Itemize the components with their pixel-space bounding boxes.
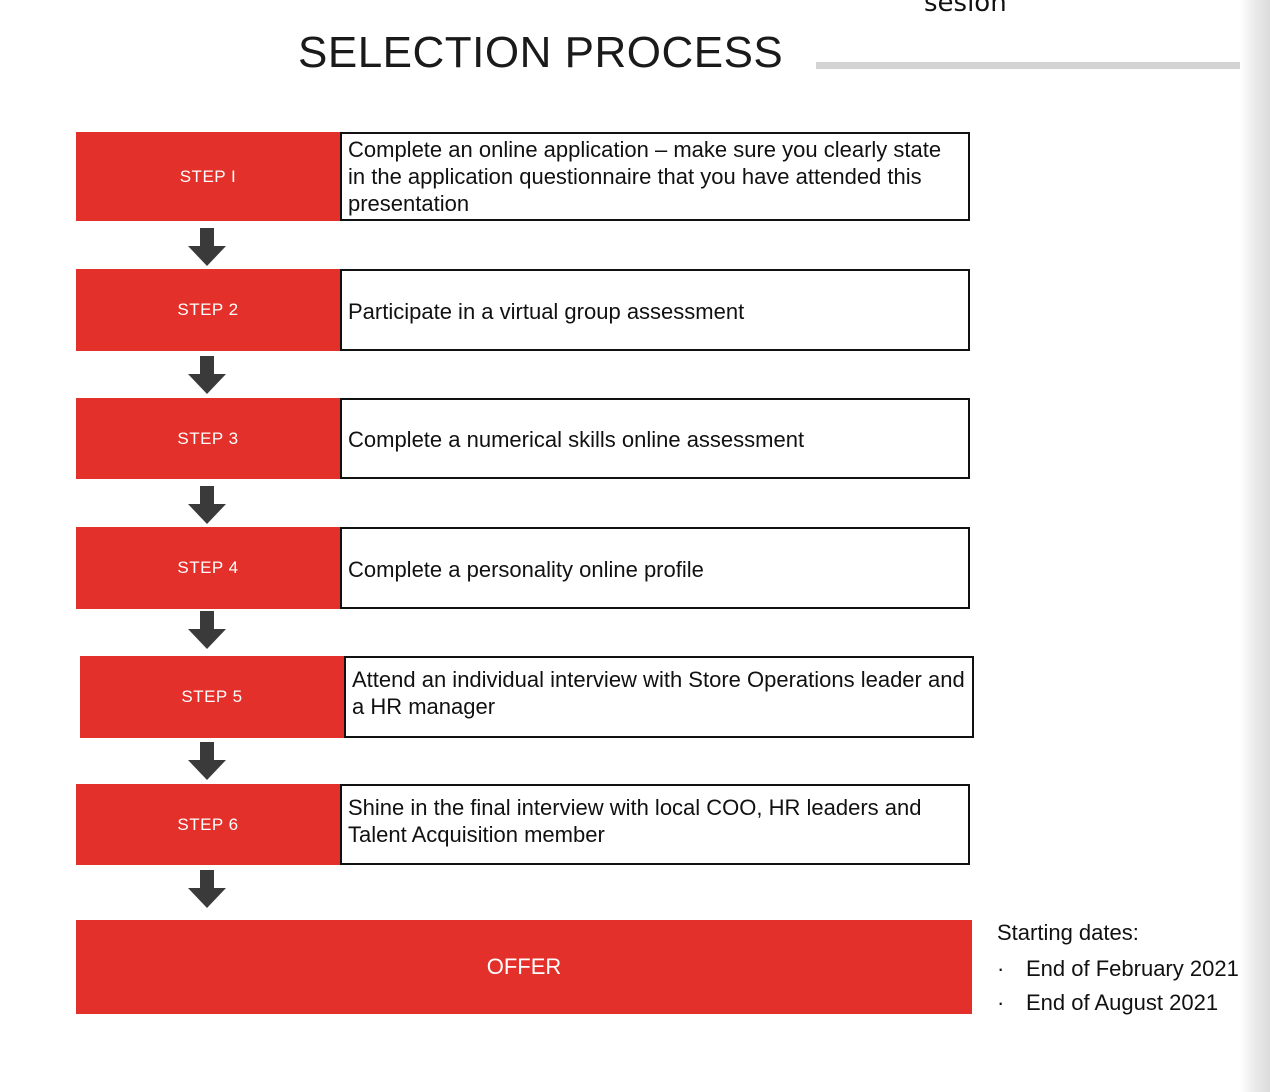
top-right-overlay: sesion bbox=[816, 0, 1257, 69]
date-text: End of February 2021 bbox=[1026, 956, 1239, 981]
bullet-icon: · bbox=[997, 990, 1005, 1015]
arrow-down-icon bbox=[188, 356, 226, 394]
step-description: Participate in a virtual group assessmen… bbox=[340, 269, 970, 351]
step-row-4: STEP 4 Complete a personality online pro… bbox=[76, 527, 972, 609]
overlay-text: sesion bbox=[924, 0, 1007, 18]
step-label: STEP 3 bbox=[76, 398, 340, 479]
step-row-6: STEP 6 Shine in the final interview with… bbox=[76, 784, 972, 865]
step-row-2: STEP 2 Participate in a virtual group as… bbox=[76, 269, 972, 351]
step-label: STEP I bbox=[76, 132, 340, 221]
arrow-down-icon bbox=[188, 228, 226, 266]
starting-dates-list: · End of February 2021 · End of August 202… bbox=[997, 952, 1239, 1020]
step-description: Complete an online application – make su… bbox=[340, 132, 970, 221]
step-row-5: STEP 5 Attend an individual interview wi… bbox=[80, 656, 976, 738]
arrow-down-icon bbox=[188, 611, 226, 649]
step-row-3: STEP 3 Complete a numerical skills onlin… bbox=[76, 398, 972, 479]
list-item: · End of August 2021 bbox=[997, 986, 1239, 1020]
step-description: Attend an individual interview with Stor… bbox=[344, 656, 974, 738]
arrow-down-icon bbox=[188, 486, 226, 524]
step-label: STEP 5 bbox=[80, 656, 344, 738]
starting-dates: Starting dates: · End of February 2021 · E… bbox=[997, 918, 1239, 1020]
offer-bar: OFFER bbox=[76, 920, 972, 1014]
step-description: Complete a numerical skills online asses… bbox=[340, 398, 970, 479]
list-item: · End of February 2021 bbox=[997, 952, 1239, 986]
offer-label: OFFER bbox=[486, 954, 562, 979]
step-row-1: STEP I Complete an online application – … bbox=[76, 132, 972, 221]
date-text: End of August 2021 bbox=[1026, 990, 1219, 1015]
step-label: STEP 4 bbox=[76, 527, 340, 609]
arrow-down-icon bbox=[188, 742, 226, 780]
arrow-down-icon bbox=[188, 870, 226, 908]
step-label: STEP 6 bbox=[76, 784, 340, 865]
page-title: SELECTION PROCESS bbox=[298, 28, 784, 77]
step-label: STEP 2 bbox=[76, 269, 340, 351]
step-description: Complete a personality online profile bbox=[340, 527, 970, 609]
starting-dates-title: Starting dates: bbox=[997, 920, 1139, 945]
page-edge-shadow bbox=[1240, 0, 1270, 1092]
bullet-icon: · bbox=[997, 956, 1005, 981]
step-description: Shine in the final interview with local … bbox=[340, 784, 970, 865]
